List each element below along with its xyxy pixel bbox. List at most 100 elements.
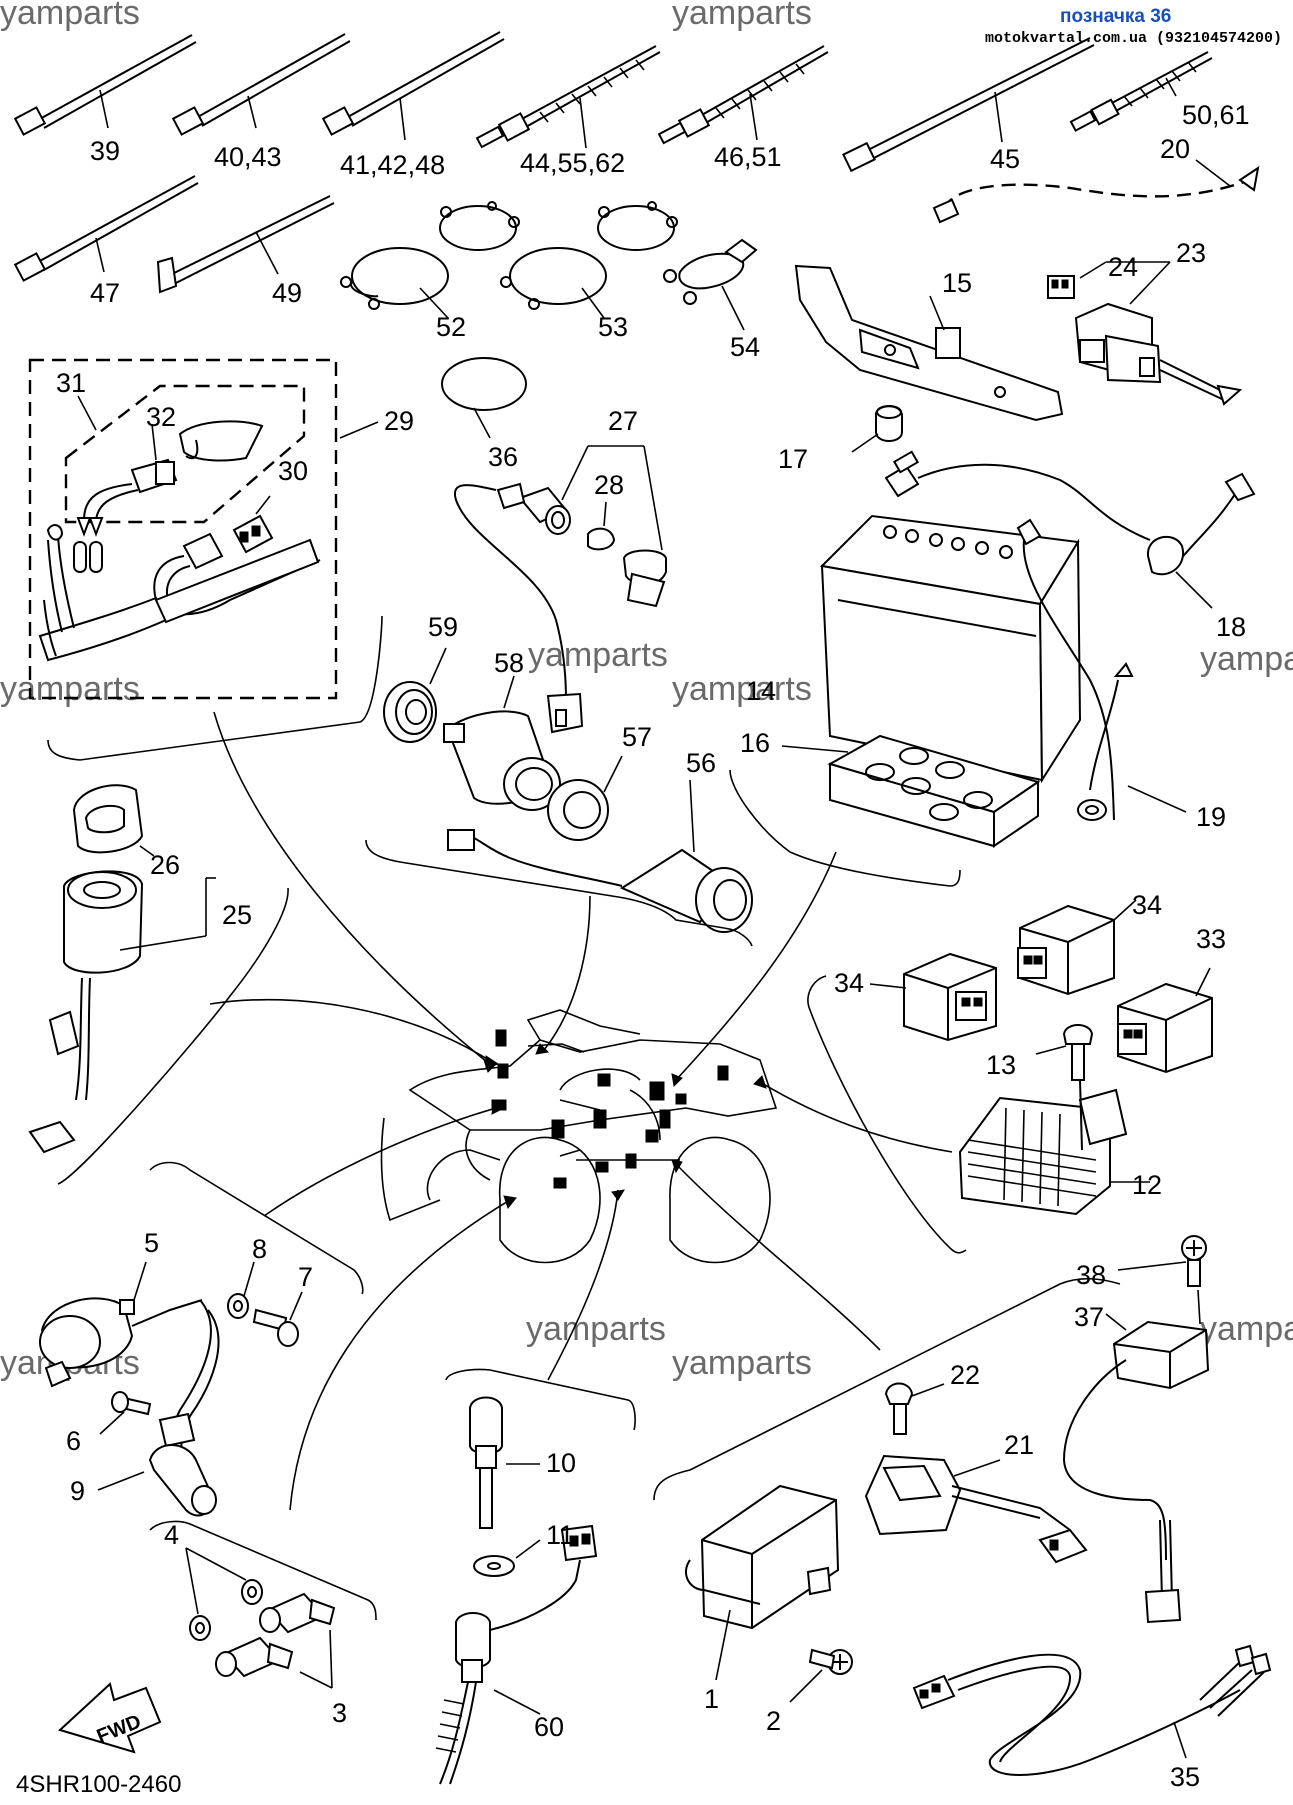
callout-label: 29 (384, 406, 414, 436)
callout-label: 5 (144, 1228, 159, 1258)
watermark: yamparts (1200, 640, 1293, 678)
callout-label: 53 (598, 312, 628, 342)
header-subtitle: motokvartal.com.ua (932104574200) (985, 30, 1282, 47)
relay-34-left (869, 952, 997, 1042)
leader-arrows (209, 711, 953, 1511)
fwd-arrow-icon: FWD (58, 1682, 162, 1754)
header-title: позначка 36 (1060, 6, 1171, 27)
callout-label: 34 (834, 968, 864, 998)
callout-label: 32 (146, 402, 176, 432)
callout-label: 60 (534, 1712, 564, 1742)
callout-label: 7 (298, 1262, 313, 1292)
cable-tie-40-43 (171, 33, 351, 136)
watermark: yamparts (526, 1310, 666, 1348)
callout-label: 22 (950, 1360, 980, 1390)
callout-label: 56 (686, 748, 716, 778)
plug-cap-9 (97, 1299, 220, 1517)
cable-tie-45 (842, 37, 1095, 173)
callout-label: 4 (164, 1520, 179, 1550)
fitting-3 (215, 1592, 336, 1689)
ignition-coil-5 (39, 1261, 203, 1388)
cap-59 (383, 647, 447, 743)
screw-38 (1117, 1235, 1207, 1287)
washer-8 (227, 1261, 255, 1319)
watermark: yamparts (672, 0, 812, 32)
clamp-52 (340, 201, 520, 319)
callout-label: 40,43 (214, 142, 282, 172)
harness-35 (912, 1644, 1272, 1776)
callout-label: 47 (90, 278, 120, 308)
cigarette-socket-56 (447, 779, 753, 933)
callout-label: 13 (986, 1050, 1016, 1080)
callout-label: 11 (546, 1520, 574, 1550)
bracket-15 (794, 264, 1064, 422)
callout-label: 31 (56, 368, 86, 398)
bulb-28 (587, 501, 616, 551)
callout-label: 57 (622, 722, 652, 752)
callout-label: 14 (746, 676, 776, 706)
watermark: yamparts (1200, 1310, 1293, 1348)
callout-label: 38 (1076, 1260, 1106, 1290)
damper-17 (851, 405, 903, 453)
callout-label: 27 (608, 406, 638, 436)
callout-label: 50,61 (1182, 100, 1250, 130)
bolt-7 (252, 1291, 303, 1347)
cover-26 (72, 784, 155, 857)
cable-tie-46-51 (657, 45, 829, 145)
callout-label: 36 (488, 442, 518, 472)
callout-label: 24 (1108, 252, 1138, 282)
switch-60 (435, 1524, 598, 1785)
callout-label: 26 (150, 850, 180, 880)
watermark: yamparts (528, 636, 668, 674)
socket-58 (443, 675, 561, 811)
cable-tie-47 (13, 175, 199, 282)
callout-label: 41,42,48 (340, 150, 445, 180)
cable-tie-39 (13, 34, 197, 136)
callout-label: 45 (990, 144, 1020, 174)
watermark: yamparts (672, 1344, 812, 1382)
cable-tie-50-61 (1069, 51, 1213, 132)
callout-label: 21 (1004, 1430, 1034, 1460)
callout-label: 16 (740, 728, 770, 758)
callout-label: 30 (278, 456, 308, 486)
callout-label: 23 (1176, 238, 1206, 268)
callout-label: 1 (704, 1684, 719, 1714)
callout-label: 49 (272, 278, 302, 308)
watermarks: yamparts yamparts yamparts yamparts yamp… (0, 0, 1293, 1382)
callout-label: 52 (436, 312, 466, 342)
bolt-13 (1035, 1024, 1094, 1081)
oring-4 (185, 1547, 263, 1641)
cable-tie-49 (156, 195, 335, 294)
callout-label: 58 (494, 648, 524, 678)
rectifier-12 (958, 1079, 1150, 1216)
watermark: yamparts (0, 0, 140, 32)
o-ring-36 (441, 357, 527, 439)
callout-label: 28 (594, 470, 624, 500)
atv-frame-sketch (380, 1009, 778, 1264)
battery-14 (819, 514, 1082, 784)
relay-23 (1074, 261, 1243, 406)
callout-label: 6 (66, 1426, 81, 1456)
callout-label: 54 (730, 332, 760, 362)
battery-lead-18 (884, 450, 1256, 609)
callout-label: 19 (1196, 802, 1226, 832)
callout-label: 18 (1216, 612, 1246, 642)
callout-label: 35 (1170, 1762, 1200, 1792)
diagram-code: 4SHR100-2460 (16, 1771, 181, 1798)
group-brackets (47, 615, 1121, 1621)
gasket-11 (473, 1539, 541, 1577)
callout-label: 17 (778, 444, 808, 474)
callout-label: 15 (942, 268, 972, 298)
cdi-unit-1 (685, 1484, 840, 1681)
callout-label: 3 (332, 1698, 347, 1728)
callout-label: 34 (1132, 890, 1162, 920)
wire-lead-20 (932, 159, 1260, 224)
battery-lead-19 (1016, 518, 1187, 821)
callout-label: 37 (1074, 1302, 1104, 1332)
relay-34-right (1017, 899, 1137, 996)
nut-57 (547, 755, 623, 841)
callout-numbers: 39 40,43 41,42,48 44,55,62 46,51 45 50,6… (56, 100, 1250, 1792)
callout-label: 46,51 (714, 142, 782, 172)
